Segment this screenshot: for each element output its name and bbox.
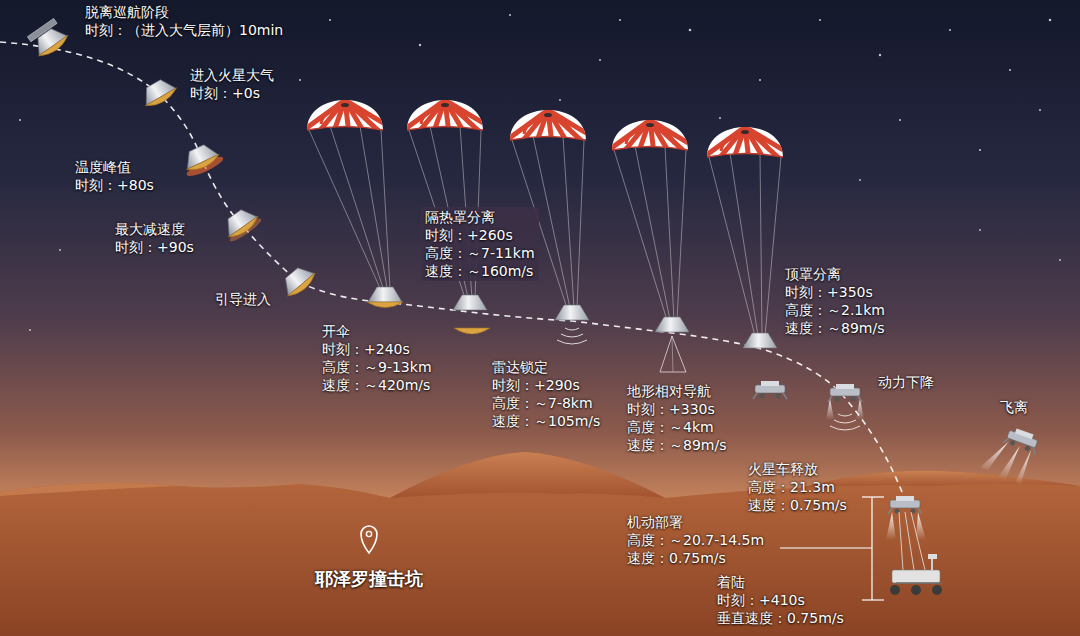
stage-value: 高度：～20.7-14.5m <box>627 531 764 549</box>
stage-value: 时刻：（进入大气层前）10min <box>85 21 283 39</box>
stage-name: 引导进入 <box>215 290 271 308</box>
event-label: 最大减速度时刻：+90s <box>115 220 194 256</box>
event-label: 顶罩分离时刻：+350s高度：～2.1km速度：～89m/s <box>785 265 885 337</box>
event-label: 脱离巡航阶段时刻：（进入大气层前）10min <box>85 3 283 39</box>
stage-name: 火星车释放 <box>748 460 847 478</box>
stage-name: 脱离巡航阶段 <box>85 3 283 21</box>
stage-name: 地形相对导航 <box>627 382 726 400</box>
stage-value: 高度：21.3m <box>748 478 847 496</box>
stage-name: 隔热罩分离 <box>425 208 535 226</box>
event-label: 机动部署高度：～20.7-14.5m速度：0.75m/s <box>627 513 764 567</box>
stage-value: 时刻：+350s <box>785 283 885 301</box>
stage-value: 垂直速度：0.75m/s <box>717 609 844 627</box>
stage-name: 机动部署 <box>627 513 764 531</box>
stage-value: 速度：～89m/s <box>785 319 885 337</box>
stage-name: 耶泽罗撞击坑 <box>315 568 423 590</box>
event-label: 地形相对导航时刻：+330s高度：～4km速度：～89m/s <box>627 382 726 454</box>
event-label: 隔热罩分离时刻：+260s高度：～7-11km速度：～160m/s <box>421 207 539 281</box>
event-label: 温度峰值时刻：+80s <box>75 158 154 194</box>
stage-value: 时刻：+410s <box>717 591 844 609</box>
event-label: 进入火星大气时刻：+0s <box>190 66 274 102</box>
stage-value: 速度：0.75m/s <box>748 496 847 514</box>
event-label: 着陆时刻：+410s垂直速度：0.75m/s <box>717 573 844 627</box>
place-label: 耶泽罗撞击坑 <box>315 568 423 590</box>
event-label: 动力下降 <box>878 373 934 391</box>
stage-value: 高度：～4km <box>627 418 726 436</box>
stage-value: 时刻：+90s <box>115 238 194 256</box>
stage-value: 速度：～105m/s <box>492 412 600 430</box>
stage-value: 速度：～160m/s <box>425 262 535 280</box>
stage-name: 动力下降 <box>878 373 934 391</box>
stage-value: 时刻：+0s <box>190 84 274 102</box>
stage-value: 高度：～9-13km <box>322 358 432 376</box>
stage-name: 最大减速度 <box>115 220 194 238</box>
stage-value: 高度：～2.1km <box>785 301 885 319</box>
event-label: 雷达锁定时刻：+290s高度：～7-8km速度：～105m/s <box>492 358 600 430</box>
event-label: 飞离 <box>1000 398 1028 416</box>
stage-name: 进入火星大气 <box>190 66 274 84</box>
stage-value: 时刻：+290s <box>492 376 600 394</box>
stage-value: 速度：～420m/s <box>322 376 432 394</box>
stage-name: 顶罩分离 <box>785 265 885 283</box>
stage-value: 速度：～89m/s <box>627 436 726 454</box>
stage-value: 高度：～7-11km <box>425 244 535 262</box>
stage-name: 着陆 <box>717 573 844 591</box>
stage-name: 开伞 <box>322 322 432 340</box>
event-label: 引导进入 <box>215 290 271 308</box>
stage-name: 温度峰值 <box>75 158 154 176</box>
event-label: 开伞时刻：+240s高度：～9-13km速度：～420m/s <box>322 322 432 394</box>
event-label: 火星车释放高度：21.3m速度：0.75m/s <box>748 460 847 514</box>
stage-name: 雷达锁定 <box>492 358 600 376</box>
stage-value: 时刻：+260s <box>425 226 535 244</box>
stage-value: 时刻：+80s <box>75 176 154 194</box>
stage-value: 高度：～7-8km <box>492 394 600 412</box>
stage-name: 飞离 <box>1000 398 1028 416</box>
stage-value: 时刻：+330s <box>627 400 726 418</box>
stage-value: 速度：0.75m/s <box>627 549 764 567</box>
stage-value: 时刻：+240s <box>322 340 432 358</box>
